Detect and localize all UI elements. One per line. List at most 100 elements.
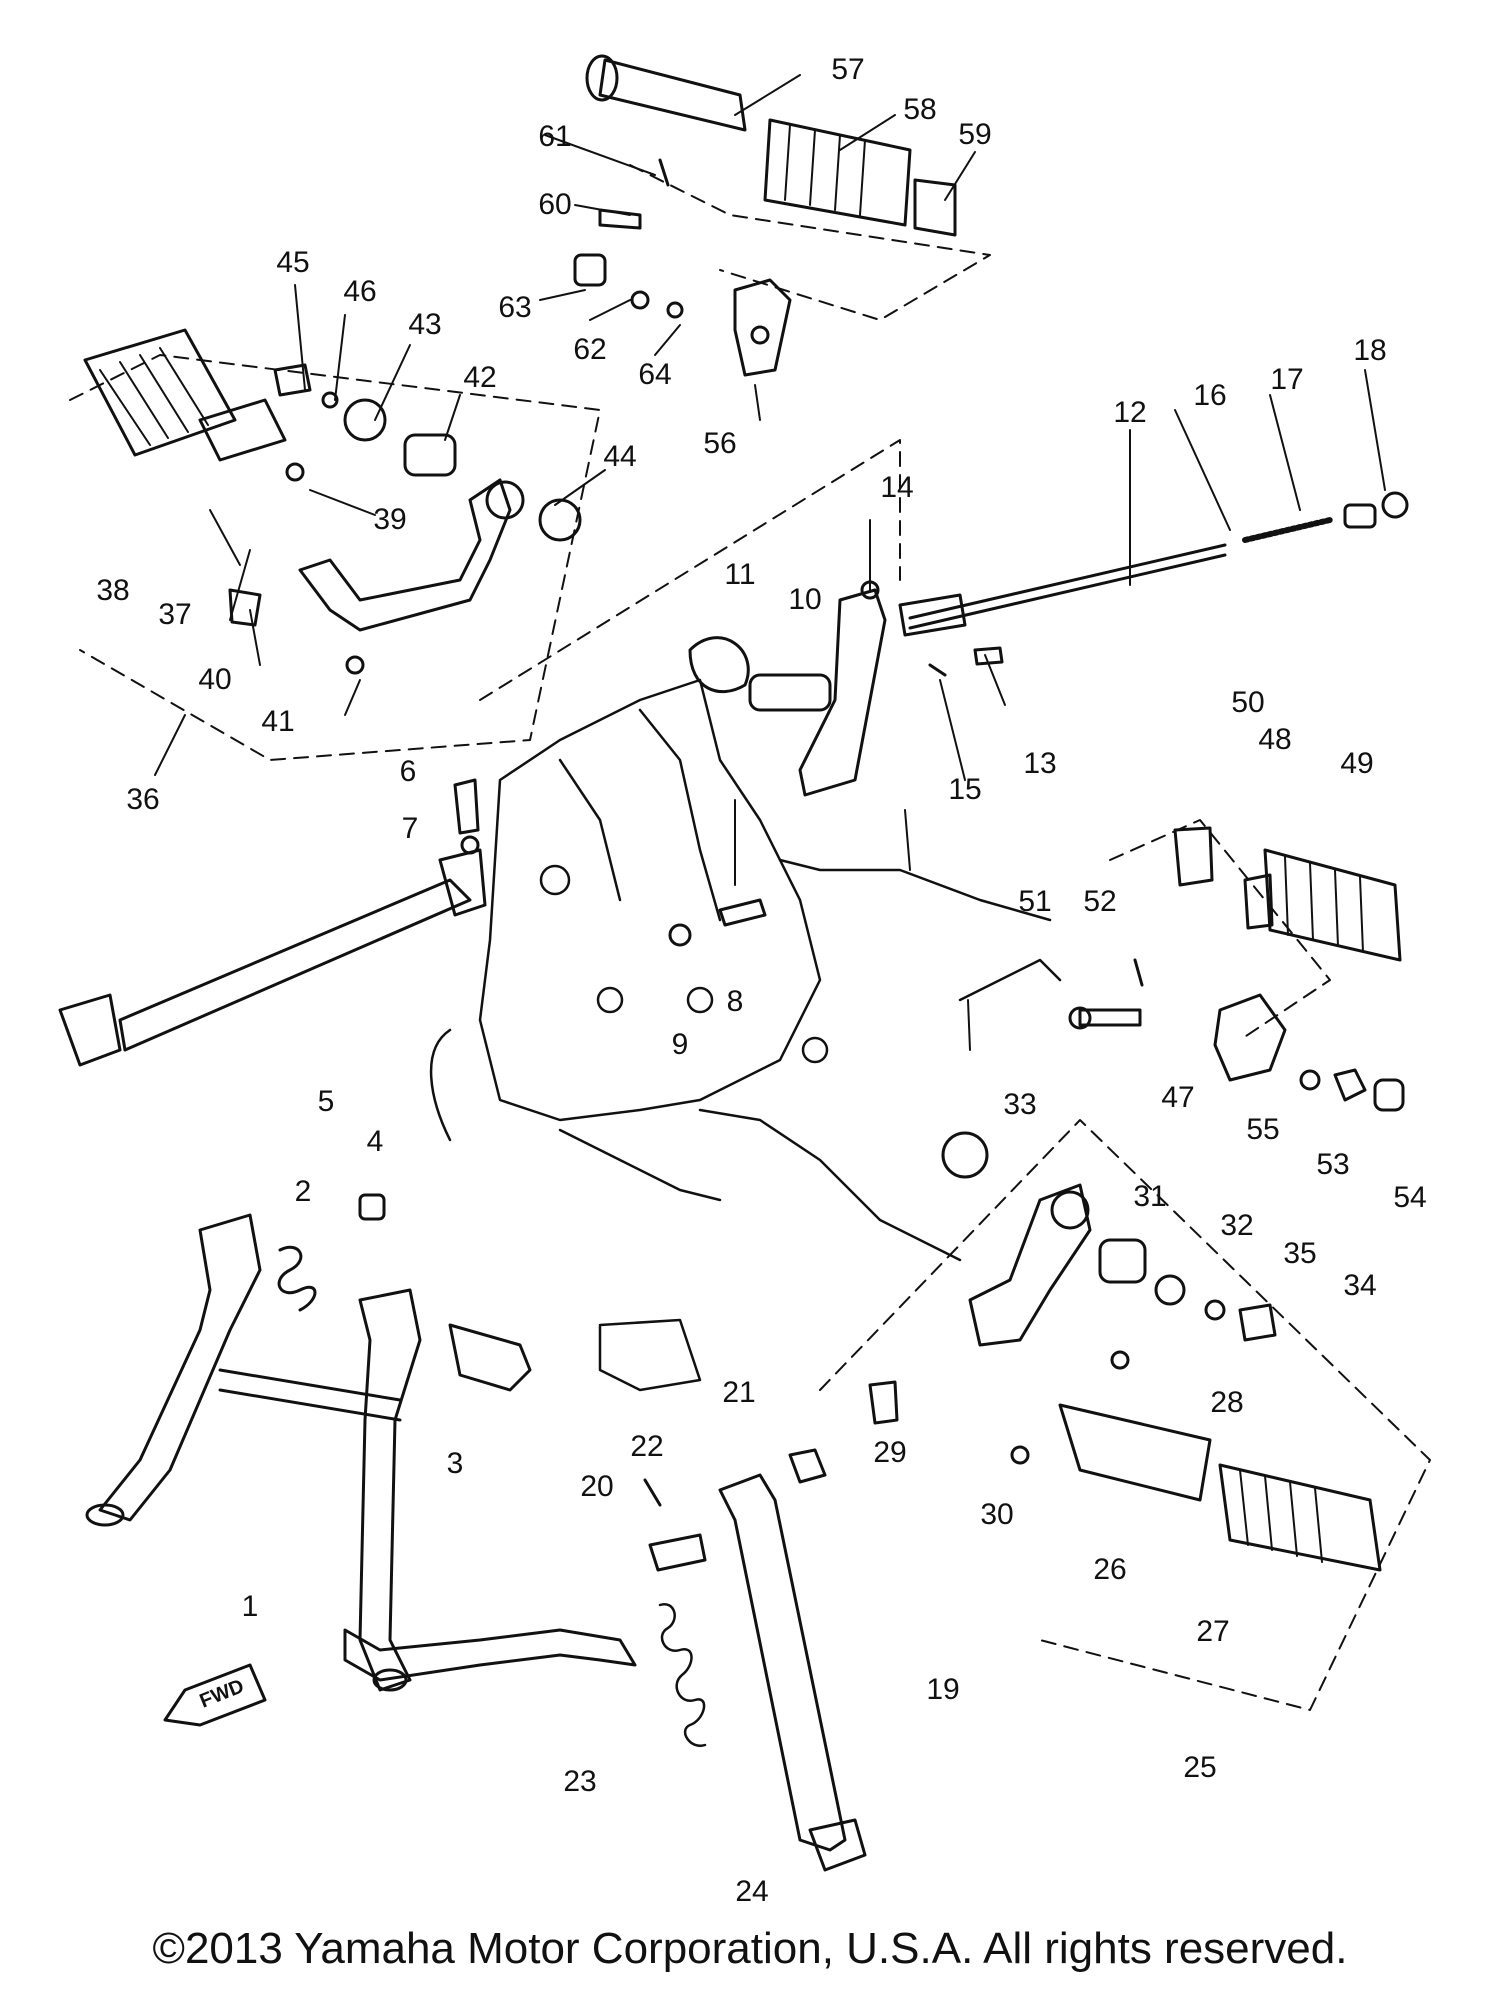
- part-39-clip: [285, 462, 305, 482]
- copyright-notice: ©2013 Yamaha Motor Corporation, U.S.A. A…: [152, 1924, 1348, 1973]
- callout-15: 15: [948, 773, 982, 806]
- callout-35: 35: [1283, 1237, 1317, 1270]
- callout-7: 7: [401, 812, 419, 845]
- callout-52: 52: [1083, 885, 1117, 918]
- assembly-outline-36: [69, 354, 601, 761]
- callout-21: 21: [722, 1376, 756, 1409]
- part-41-nut: [345, 655, 365, 675]
- callout-49: 49: [1340, 747, 1374, 780]
- callout-63: 63: [498, 291, 532, 324]
- callout-18: 18: [1353, 334, 1387, 367]
- part-31-bushing: [1098, 1238, 1147, 1284]
- part-1-main-stand: [98, 1213, 262, 1522]
- callout-12: 12: [1113, 396, 1147, 429]
- callout-50: 50: [1231, 686, 1265, 719]
- callout-42: 42: [463, 361, 497, 394]
- callout-11: 11: [724, 558, 756, 591]
- callout-41: 41: [261, 705, 295, 738]
- callout-20: 20: [580, 1470, 614, 1503]
- callout-22: 22: [630, 1430, 664, 1463]
- callout-64: 64: [638, 358, 672, 391]
- part-61-cotter: [658, 158, 670, 187]
- assembly-outline-frame: [479, 439, 901, 701]
- part-7-washer: [460, 835, 480, 855]
- callout-16: 16: [1193, 379, 1227, 412]
- part-59-cap: [913, 178, 957, 237]
- callout-51: 51: [1018, 885, 1052, 918]
- part-58-rear-footpeg-rubber: [763, 118, 912, 227]
- part-6-bolt: [453, 778, 480, 835]
- part-48-peg: [1243, 873, 1274, 930]
- part-21-nut: [788, 1448, 827, 1484]
- callout-39: 39: [373, 503, 407, 536]
- callout-23: 23: [563, 1765, 597, 1798]
- callout-38: 38: [96, 574, 130, 607]
- callout-58: 58: [903, 93, 937, 126]
- callout-8: 8: [726, 985, 744, 1018]
- part-60-pin: [598, 208, 642, 230]
- callout-34: 34: [1343, 1269, 1377, 1302]
- part-15-pin: [928, 663, 947, 677]
- part-54-bushing: [1373, 1078, 1405, 1112]
- part-63-bushing: [573, 253, 607, 287]
- part-12-rod: [908, 543, 1227, 620]
- callout-4: 4: [366, 1125, 384, 1158]
- callout-29: 29: [873, 1436, 907, 1469]
- callout-62: 62: [573, 333, 607, 366]
- callout-6: 6: [399, 755, 417, 788]
- part-14-washer: [860, 580, 880, 600]
- part-57-rear-peg-shaft: [598, 58, 747, 132]
- callout-46: 46: [343, 275, 377, 308]
- part-34-bolt: [1238, 1303, 1277, 1342]
- callout-57: 57: [831, 53, 865, 86]
- callout-40: 40: [198, 663, 232, 696]
- part-arm: [298, 478, 512, 632]
- part-12-clevis: [898, 593, 967, 637]
- part-38-footpeg-rubber: [83, 328, 237, 457]
- callout-17: 17: [1270, 363, 1304, 396]
- callout-24: 24: [735, 1875, 769, 1908]
- part-62-washer: [630, 290, 650, 310]
- callout-13: 13: [1023, 747, 1057, 780]
- part-46-washer: [321, 391, 339, 409]
- part-10-brake-arm: [798, 588, 887, 797]
- part-19-side-stand: [718, 1473, 847, 1852]
- callout-36: 36: [126, 783, 160, 816]
- part-49-footpeg-rubber: [1263, 848, 1402, 962]
- part-56-bracket: [733, 278, 792, 377]
- callout-45: 45: [276, 246, 310, 279]
- part-11-spring: [688, 636, 750, 694]
- callout-1: 1: [241, 1590, 259, 1623]
- callout-44: 44: [603, 440, 637, 473]
- callout-10: 10: [788, 583, 822, 616]
- callout-25: 25: [1183, 1751, 1217, 1784]
- part-5-brake-pedal: [58, 878, 472, 1067]
- assembly-outline-25: [819, 1119, 1431, 1711]
- frame-outline: [478, 678, 822, 1122]
- callout-31: 31: [1133, 1180, 1167, 1213]
- assembly-outline-48: [1109, 819, 1331, 1041]
- part-52-cotter: [1133, 958, 1144, 987]
- part-44-washer: [538, 498, 582, 542]
- part-16-spring: [1242, 517, 1333, 543]
- part-37-peg: [198, 398, 287, 462]
- part-17-nut: [1343, 503, 1377, 529]
- part-40-pin: [228, 588, 262, 627]
- callout-47: 47: [1161, 1081, 1195, 1114]
- callout-32: 32: [1220, 1209, 1254, 1242]
- part-51-pin: [1078, 1008, 1142, 1027]
- callout-48: 48: [1258, 723, 1292, 756]
- part-30-nut: [1010, 1445, 1030, 1465]
- callout-14: 14: [880, 471, 914, 504]
- callout-53: 53: [1316, 1148, 1350, 1181]
- part-53-nut: [1333, 1068, 1367, 1102]
- part-50-cap: [1173, 826, 1214, 887]
- part-45-bolt: [273, 363, 312, 397]
- part-23-spring: [658, 1602, 707, 1748]
- part-47-bracket: [1213, 993, 1287, 1082]
- part-arm-right: [968, 1183, 1092, 1347]
- part-20-bolt: [648, 1533, 707, 1572]
- callout-33: 33: [1003, 1088, 1037, 1121]
